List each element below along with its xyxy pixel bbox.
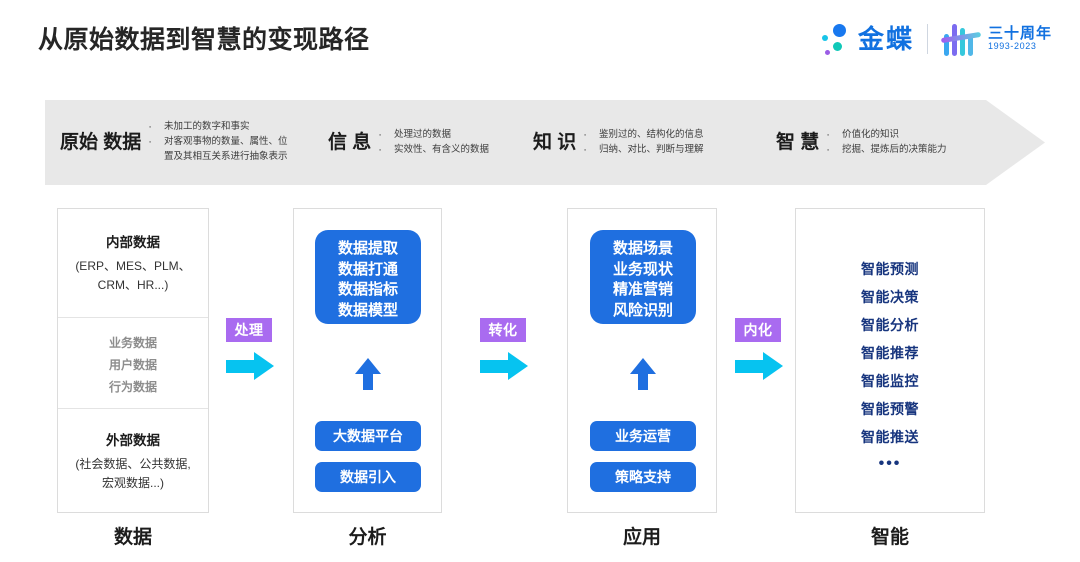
page-header: 从原始数据到智慧的变现路径 金蝶 三十周年 1993-2023 (0, 0, 1080, 78)
band-stage-heading: 智 慧 (776, 131, 820, 153)
band-bullet-text: 对客观事物的数量、属性、位 置及其相互关系进行抽象表示 (163, 136, 288, 162)
application-pill-strategy-support: 策略支持 (590, 462, 696, 492)
band-stage-heading: 知 识 (533, 131, 577, 153)
up-arrow-icon-application (630, 358, 656, 390)
analysis-main-box: 数据提取 数据打通 数据指标 数据模型 (315, 230, 421, 324)
band-stage-information: 信 息 · 处理过的数据 · 实效性、有含义的数据 (328, 100, 533, 185)
band-bullet-text: 挖掘、提炼后的决策能力 (841, 143, 947, 155)
internal-data-title: 内部数据 (106, 235, 160, 250)
band-bullet-text: 价值化的知识 (841, 128, 899, 140)
connector-internalize: 内化 (735, 318, 797, 380)
anniversary-years: 1993-2023 (987, 41, 1037, 52)
bullet-dot-icon: · (583, 128, 587, 141)
band-bullet-row: · 对客观事物的数量、属性、位 置及其相互关系进行抽象表示 (148, 135, 287, 164)
band-stage-knowledge: 知 识 · 鉴别过的、结构化的信息 · 归纳、对比、判断与理解 (533, 100, 776, 185)
bullet-dot-icon: · (826, 143, 830, 156)
intelligence-item: 智能决策 (861, 289, 919, 305)
intelligence-item: 智能推送 (861, 429, 919, 445)
external-data-subtitle: (社会数据、公共数据, 宏观数据...) (75, 457, 191, 491)
band-stage-heading: 信 息 (328, 131, 372, 153)
dikw-arrow-band: 原始 数据 · 未加工的数字和事实 · 对客观事物的数量、属性、位 置及其相互关… (45, 100, 1045, 185)
band-bullet-text: 处理过的数据 (393, 128, 451, 140)
intelligence-capability-list: 智能预测 智能决策 智能分析 智能推荐 智能监控 智能预警 智能推送 ••• (795, 255, 985, 477)
internal-data-section: 内部数据 (ERP、MES、PLM、 CRM、HR...) (58, 209, 208, 317)
anniversary-label: 三十周年 (987, 24, 1052, 42)
intelligence-item: 智能推荐 (861, 345, 919, 361)
data-type-item: 用户数据 (108, 358, 157, 373)
data-type-item: 行为数据 (108, 380, 157, 395)
internal-data-subtitle: (ERP、MES、PLM、 CRM、HR...) (75, 259, 191, 293)
intelligence-ellipsis: ••• (878, 455, 902, 472)
connector-badge-internalize: 内化 (735, 318, 781, 342)
column-label-data: 数据 (113, 527, 152, 548)
band-bullet-row: · 归纳、对比、判断与理解 (583, 143, 703, 158)
band-bullet-text: 鉴别过的、结构化的信息 (598, 128, 704, 140)
bullet-dot-icon: · (148, 121, 152, 134)
band-bullet-row: · 未加工的数字和事实 (148, 120, 287, 135)
band-stage-heading: 原始 数据 (60, 131, 142, 153)
intelligence-item: 智能预警 (861, 401, 919, 417)
external-data-title: 外部数据 (106, 433, 160, 448)
up-arrow-icon-analysis (355, 358, 381, 390)
right-arrow-icon-process (226, 352, 278, 380)
intelligence-item: 智能预测 (861, 261, 919, 277)
column-label-application: 应用 (622, 527, 661, 548)
column-label-intelligence: 智能 (870, 527, 909, 548)
brand-divider (926, 24, 928, 54)
anniversary-mark-icon (940, 22, 982, 56)
analysis-pill-bigdata-platform: 大数据平台 (315, 421, 421, 451)
external-data-section: 外部数据 (社会数据、公共数据, 宏观数据...) (58, 409, 208, 514)
band-bullet-text: 归纳、对比、判断与理解 (598, 143, 704, 155)
right-arrow-icon-transform (480, 352, 532, 380)
application-pill-business-ops: 业务运营 (590, 421, 696, 451)
band-stage-wisdom: 智 慧 · 价值化的知识 · 挖掘、提炼后的决策能力 (776, 100, 950, 185)
connector-transform: 转化 (480, 318, 542, 380)
data-types-section: 业务数据 用户数据 行为数据 (58, 317, 208, 409)
bullet-dot-icon: · (583, 143, 587, 156)
band-bullet-row: · 价值化的知识 (826, 128, 946, 143)
bullet-dot-icon: · (378, 128, 382, 141)
intelligence-item: 智能监控 (861, 373, 919, 389)
intelligence-item: 智能分析 (861, 317, 919, 333)
connector-badge-process: 处理 (226, 318, 272, 342)
kingdee-dots-icon (820, 22, 852, 56)
data-type-item: 业务数据 (108, 336, 157, 350)
column-card-intelligence (795, 208, 985, 513)
connector-process: 处理 (226, 318, 288, 380)
bullet-dot-icon: · (378, 143, 382, 156)
band-bullet-text: 未加工的数字和事实 (163, 121, 250, 133)
column-card-data: 内部数据 (ERP、MES、PLM、 CRM、HR...) 业务数据 用户数据 … (57, 208, 209, 513)
band-bullet-row: · 处理过的数据 (378, 128, 489, 143)
right-arrow-icon-internalize (735, 352, 787, 380)
brand-name: 金蝶 (857, 24, 914, 54)
column-label-analysis: 分析 (348, 527, 387, 548)
band-bullet-row: · 实效性、有含义的数据 (378, 143, 489, 158)
band-bullet-row: · 鉴别过的、结构化的信息 (583, 128, 703, 143)
anniversary-logo: 三十周年 1993-2023 (940, 22, 1052, 56)
band-bullet-text: 实效性、有含义的数据 (393, 143, 489, 155)
page-title: 从原始数据到智慧的变现路径 (38, 26, 370, 54)
band-stage-raw-data: 原始 数据 · 未加工的数字和事实 · 对客观事物的数量、属性、位 置及其相互关… (45, 100, 328, 185)
connector-badge-transform: 转化 (480, 318, 526, 342)
band-bullet-row: · 挖掘、提炼后的决策能力 (826, 143, 946, 158)
brand-logo: 金蝶 三十周年 1993-2023 (820, 18, 1052, 60)
application-main-box: 数据场景 业务现状 精准营销 风险识别 (590, 230, 696, 324)
bullet-dot-icon: · (826, 128, 830, 141)
analysis-pill-data-ingest: 数据引入 (315, 462, 421, 492)
bullet-dot-icon: · (148, 136, 152, 149)
